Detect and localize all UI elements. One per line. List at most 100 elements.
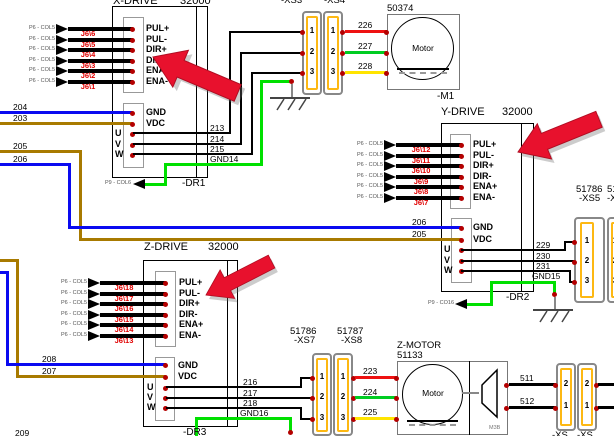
wire-signal — [100, 302, 166, 306]
pin-dot — [310, 396, 315, 401]
wire-229 — [564, 241, 566, 251]
wire-226 — [345, 30, 387, 33]
ground-lead — [554, 297, 556, 309]
p9-arrow-icon — [455, 299, 467, 309]
wire-label: 228 — [358, 61, 373, 71]
wire-label: 227 — [358, 41, 373, 51]
pin-label: PUL+ — [146, 23, 170, 33]
wire-signal — [396, 154, 462, 158]
motor-ref: M3B — [489, 425, 501, 431]
pin-label: DIR- — [473, 171, 492, 181]
pin-label: DIR+ — [179, 298, 200, 308]
wire-label: 214 — [210, 134, 225, 144]
wire-label: 209 — [15, 428, 30, 436]
wire-gnd15 — [490, 281, 493, 306]
wire-gnd16 — [289, 417, 292, 433]
z-drive-title: Z-DRIVE — [144, 241, 188, 253]
pin-label: V — [115, 139, 122, 149]
pin-dot — [130, 69, 135, 74]
wire-215 — [133, 153, 253, 155]
wire-tag: J6\2 — [80, 71, 96, 80]
pin-number: 1 — [610, 237, 614, 245]
wire-gnd15 — [553, 283, 556, 295]
source-arrow-icon — [384, 140, 396, 150]
x-motor-part: 50374 — [387, 3, 414, 14]
wire-227 — [345, 51, 387, 54]
wire-229 — [461, 249, 566, 251]
wire-label: 216 — [243, 377, 258, 387]
wire-stub — [598, 406, 614, 409]
pin-dot — [163, 386, 168, 391]
wire-225 — [355, 417, 398, 420]
wire-gnd15 — [490, 281, 556, 284]
pin-number: 3 — [330, 67, 336, 76]
wire-label: 208 — [42, 354, 57, 364]
p9-ref: P9 - CO16 — [428, 300, 454, 306]
wire-230 — [461, 260, 576, 262]
source-arrow-icon — [56, 56, 68, 66]
y-signal-header — [450, 134, 471, 209]
pin-dot — [310, 417, 315, 422]
wire-206 — [68, 226, 461, 229]
source-ref: P6 - COL5 — [61, 321, 87, 327]
wire-gnd15 — [467, 303, 493, 306]
source-ref: P6 - COL5 — [357, 162, 383, 168]
wire-tag: J6\14 — [114, 325, 134, 334]
wire-tag: J6\1 — [80, 82, 96, 91]
wire-218 — [300, 407, 302, 419]
motor-chord — [407, 420, 458, 422]
pin-dot — [594, 383, 599, 388]
pin-dot — [459, 226, 464, 231]
wire-tag: J6\13 — [114, 336, 134, 345]
wire-signal — [396, 185, 462, 189]
pin-dot — [163, 406, 168, 411]
connector-label: -XS4 — [324, 0, 346, 6]
drive-ref: -DR1 — [182, 178, 206, 189]
wire-signal — [68, 59, 133, 63]
wire-label: 203 — [13, 113, 28, 123]
pin-dot — [130, 80, 135, 85]
wire-gnd14 — [164, 163, 263, 166]
pin-dot — [130, 122, 135, 127]
wire-label: 206 — [13, 154, 28, 164]
connector-part: 51 — [607, 184, 614, 195]
wire-213 — [229, 31, 231, 134]
pin-dot — [310, 376, 315, 381]
wire-signal — [68, 80, 133, 84]
pin-dot — [300, 51, 305, 56]
wire-label: 207 — [42, 366, 57, 376]
wire-215 — [251, 72, 303, 74]
wire-label: GND15 — [532, 271, 561, 281]
source-arrow-icon — [56, 35, 68, 45]
wire-tag: J6\3 — [80, 61, 96, 70]
pin-dot — [384, 30, 389, 35]
pin-label: ENA- — [146, 76, 168, 86]
connector-brake-b — [577, 363, 597, 431]
connector-xs4-inner — [327, 16, 339, 90]
pin-label: V — [444, 255, 451, 265]
ground-symbol — [270, 97, 310, 111]
connector-xs7-inner — [316, 358, 328, 432]
pin-dot — [130, 38, 135, 43]
source-arrow-icon — [384, 193, 396, 203]
motor-body-label: Motor — [422, 388, 444, 398]
connector-part: 51787 — [337, 326, 364, 337]
pin-dot — [459, 143, 464, 148]
pin-label: U — [444, 244, 451, 254]
wire-gnd14 — [260, 80, 291, 83]
wire-205 — [79, 238, 461, 241]
z-drive-model: 32000 — [208, 241, 239, 253]
pin-dot — [459, 175, 464, 180]
pin-dot — [130, 132, 135, 137]
wire-214 — [240, 52, 242, 145]
pin-dot — [553, 383, 558, 388]
pin-dot — [351, 376, 356, 381]
pin-label: PUL- — [179, 288, 200, 298]
pin-number: 1 — [584, 236, 590, 245]
pin-dot — [340, 71, 345, 76]
wire-203 — [0, 122, 132, 125]
pin-dot — [459, 185, 464, 190]
z-motor-divider — [469, 361, 470, 435]
wire-signal — [100, 281, 166, 285]
source-ref: P6 - COL5 — [29, 36, 55, 42]
